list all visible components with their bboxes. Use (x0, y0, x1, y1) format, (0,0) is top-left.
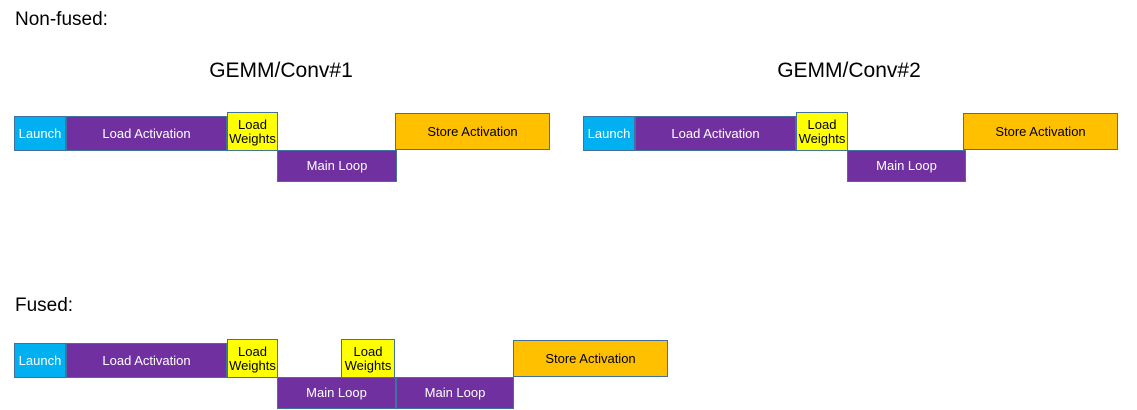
timeline-bar-load-weights[interactable]: Load Weights (227, 339, 278, 378)
timeline-bar-main-loop-2[interactable]: Main Loop (396, 377, 514, 409)
timeline-bar-load-weights[interactable]: Load Weights (227, 112, 278, 151)
timeline-bar-load-weights[interactable]: Load Weights (796, 112, 848, 151)
timeline-bar-load-activation[interactable]: Load Activation (66, 343, 227, 378)
timeline-bar-main-loop[interactable]: Main Loop (847, 150, 966, 182)
timeline-bar-store-activation[interactable]: Store Activation (963, 113, 1118, 150)
bar-label: Main Loop (306, 158, 368, 173)
nonfused-section-label: Non-fused: (15, 9, 108, 30)
bar-label: Store Activation (545, 350, 636, 366)
bar-label: Load Activation (102, 125, 191, 141)
bar-label: Load Weights (229, 116, 276, 146)
bar-label: Launch (18, 125, 62, 141)
timeline-bar-main-loop[interactable]: Main Loop (277, 377, 396, 409)
timeline-bar-store-activation[interactable]: Store Activation (513, 340, 668, 377)
timeline-bar-launch[interactable]: Launch (14, 116, 66, 151)
bar-label: Store Activation (995, 123, 1086, 139)
bar-label: Launch (18, 352, 62, 368)
bar-label: Load Activation (102, 352, 191, 368)
timeline-bar-load-weights-2[interactable]: Load Weights (341, 339, 395, 378)
bar-label: Launch (587, 125, 631, 141)
timeline-bar-load-activation[interactable]: Load Activation (635, 116, 796, 151)
kernel-title-gemm-conv-2: GEMM/Conv#2 (777, 59, 921, 82)
bar-label: Main Loop (424, 385, 486, 400)
bar-label: Store Activation (427, 123, 518, 139)
timeline-bar-load-activation[interactable]: Load Activation (66, 116, 227, 151)
bar-label: Load Weights (798, 116, 846, 146)
timeline-bar-launch[interactable]: Launch (14, 343, 66, 378)
kernel-title-gemm-conv-1: GEMM/Conv#1 (209, 59, 353, 82)
bar-label: Load Weights (344, 343, 392, 373)
timeline-bar-main-loop[interactable]: Main Loop (277, 150, 397, 182)
timeline-bar-launch[interactable]: Launch (583, 116, 635, 151)
timeline-bar-store-activation[interactable]: Store Activation (395, 113, 550, 150)
fused-section-label: Fused: (15, 295, 74, 316)
bar-label: Main Loop (306, 385, 367, 400)
bar-label: Main Loop (876, 158, 937, 173)
bar-label: Load Weights (229, 343, 276, 373)
bar-label: Load Activation (671, 125, 760, 141)
